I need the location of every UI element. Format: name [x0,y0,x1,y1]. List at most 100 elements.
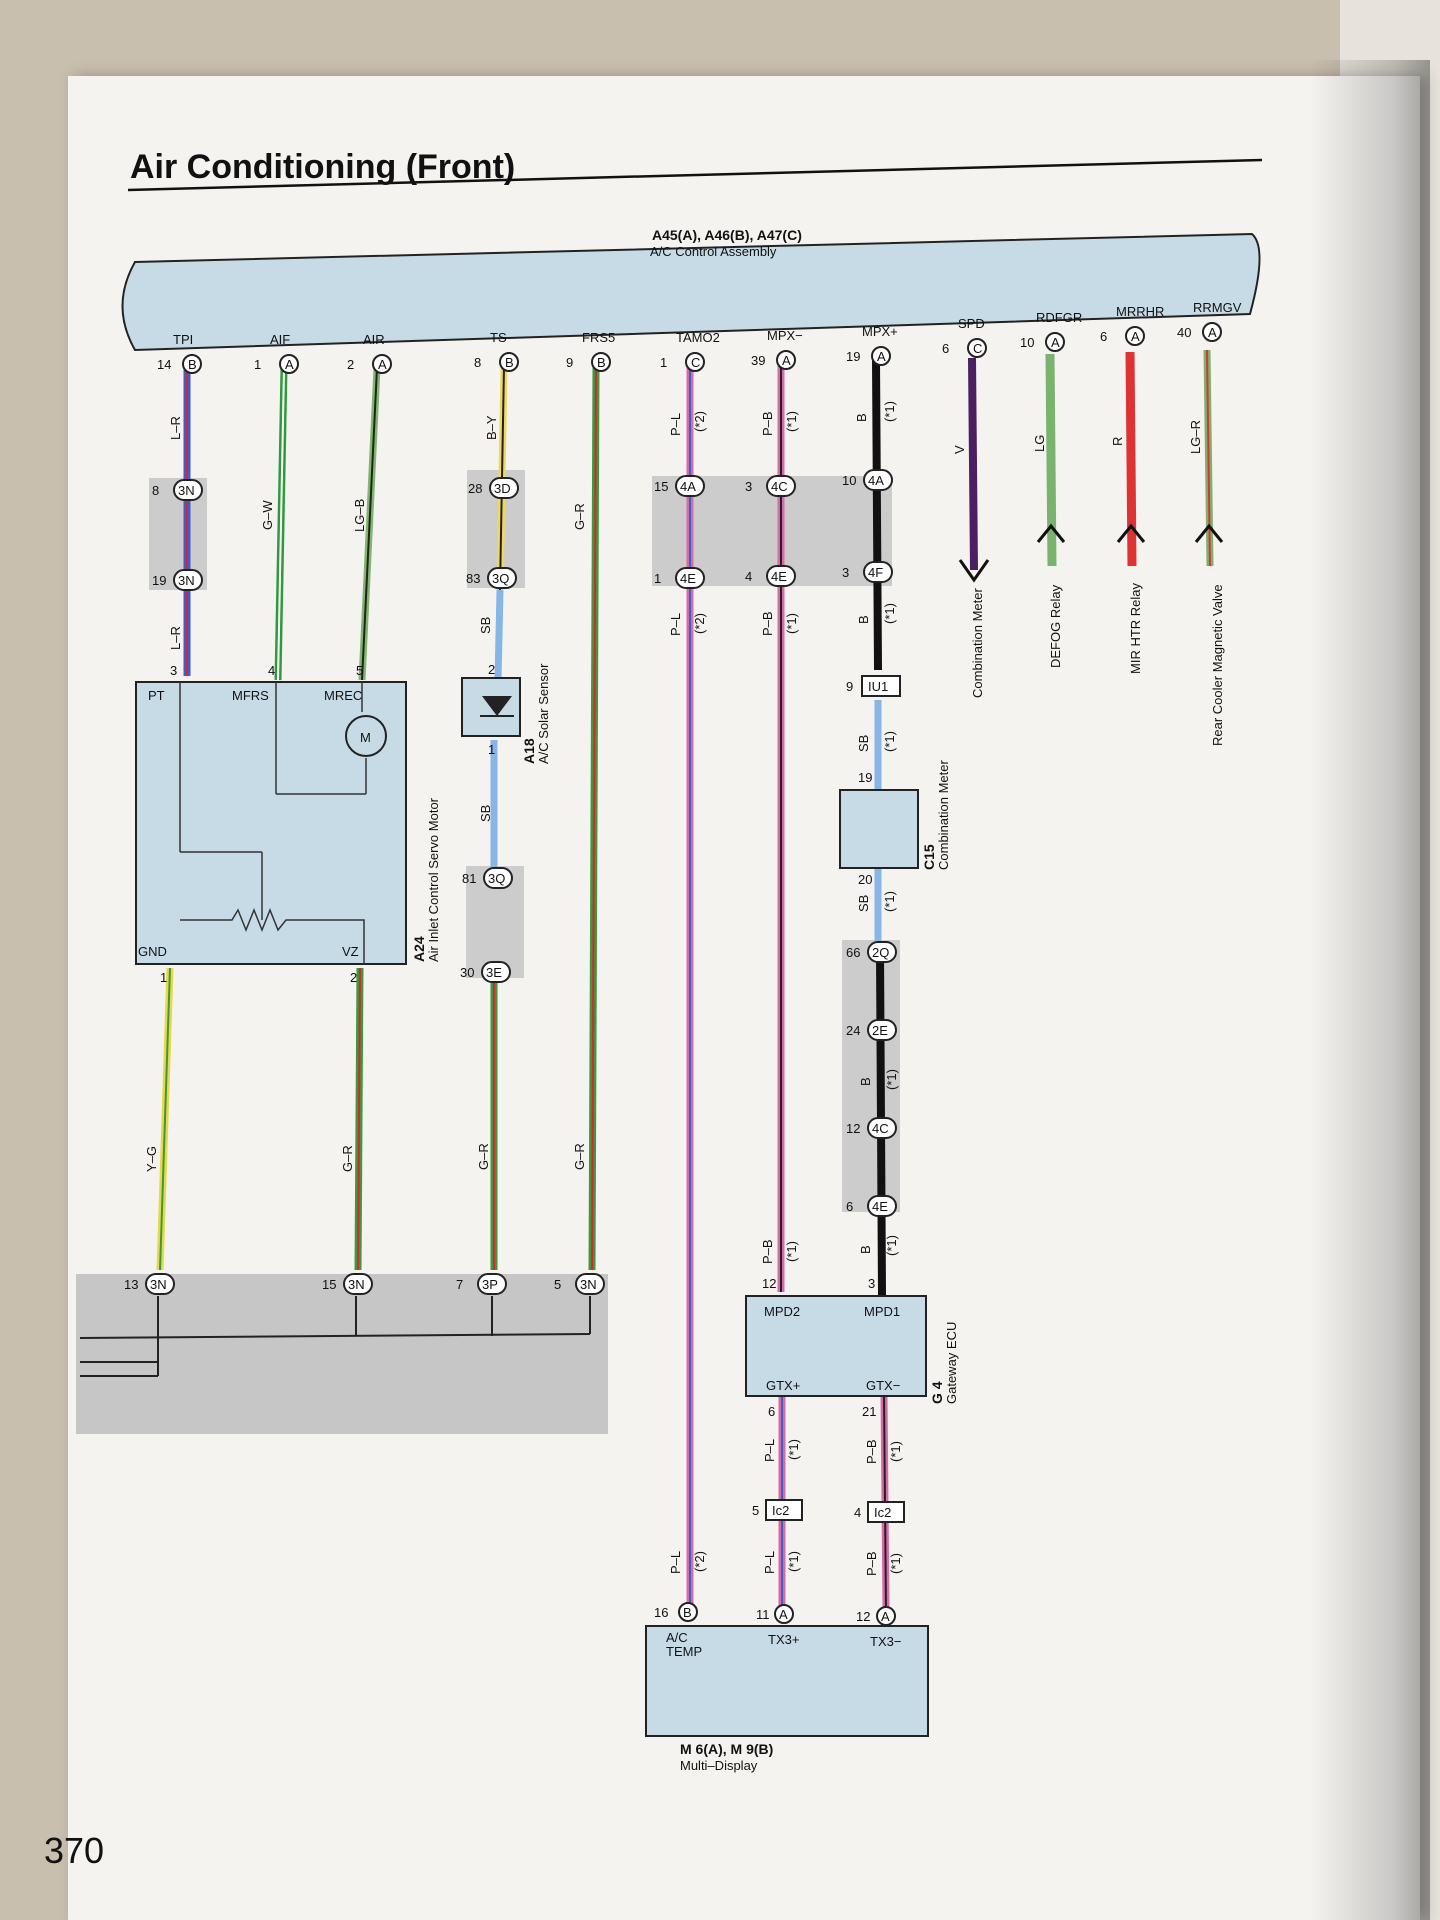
junction-conn: 3Q [488,871,505,886]
note-tamo2-2: (*2) [692,613,707,634]
junction-pin: 5 [554,1277,561,1292]
top-pin-num: 8 [474,355,481,370]
servo-pinnum-mfrs: 4 [268,663,275,678]
top-pin-conn: B [188,357,197,372]
ic2-pin-a: 5 [752,1503,759,1518]
wc-ts-bot: G–R [476,1143,491,1170]
gateway-pin-mpd2: 12 [762,1276,776,1291]
top-pin-conn: C [973,341,982,356]
solar-code: A18 [521,738,537,764]
wc-gnd: Y–G [144,1146,159,1172]
top-pin-num: 19 [846,349,860,364]
wc-tamo2-3: P–L [668,1551,683,1574]
note-mpd1: (*1) [884,1069,899,1090]
top-pin-name: MPX− [767,328,803,343]
solar-pin-bot: 1 [488,742,495,757]
rrmgv-arrow-icon [1194,523,1224,543]
junction-pin: 13 [124,1277,138,1292]
servo-code: A24 [411,936,427,962]
top-pin-num: 6 [942,341,949,356]
rrmgv-device-label: Rear Cooler Magnetic Valve [1210,584,1225,746]
servo-name: Air Inlet Control Servo Motor [426,797,441,962]
junction-pin: 15 [654,479,668,494]
rdfgr-device-label: DEFOG Relay [1048,584,1063,668]
md-conn3: A [881,1609,890,1624]
md-tx3m: TX3− [870,1634,901,1649]
md-pin3: 12 [856,1609,870,1624]
junction-pin: 83 [466,571,480,586]
junction-pin: 15 [322,1277,336,1292]
gateway-mpd2: MPD2 [764,1304,800,1319]
wire-rrmgv [1203,349,1214,567]
junction-conn: 3N [178,573,195,588]
servo-pinnum-vz: 2 [350,970,357,985]
top-pin-conn: B [597,355,606,370]
top-pin-name: TS [490,330,507,345]
top-pin-num: 1 [254,357,261,372]
title-rule [127,158,1263,192]
wc-spd: V [952,445,967,454]
top-pin-conn: C [691,355,700,370]
ac-control-connectors: A45(A), A46(B), A47(C) [652,227,802,243]
servo-pin-vz: VZ [342,944,359,959]
c15-pin-bot: 20 [858,872,872,887]
md-pin2: 11 [756,1607,770,1622]
junction-j4b: 4E4 [745,565,796,587]
ic2-label-a: Ic2 [772,1503,789,1518]
iu1-connector [861,675,901,697]
junction-j1a: 3N8 [152,479,203,501]
junction-pin: 8 [152,483,159,498]
wc-rrmgv: LG–R [1188,420,1203,454]
wc-tamo2: P–L [668,413,683,436]
ground-junction-panel [76,1274,608,1434]
top-pin-num: 10 [1020,335,1034,350]
page-number: 370 [44,1830,105,1871]
note-gtxp-2: (*1) [786,1551,801,1572]
servo-pinnum-gnd: 1 [160,970,167,985]
wc-gtxm-2: P–B [864,1551,879,1576]
note-tamo2: (*2) [692,411,707,432]
wire-vz [354,967,364,1271]
top-pin-name: MPX+ [862,324,898,339]
junction-panel-5 [842,940,900,1212]
note-gtxm-2: (*1) [888,1553,903,1574]
c15-name: Combination Meter [936,760,951,870]
gateway-ecu-box [745,1295,927,1397]
top-pin-conn: B [505,355,514,370]
junction-pin: 30 [460,965,474,980]
top-pin-conn: A [782,353,791,368]
junction-conn: 2Q [872,945,889,960]
wc-mpxm: P–B [760,411,775,436]
servo-pin-mrec: MREC [324,688,362,703]
servo-pin-mfrs: MFRS [232,688,269,703]
junction-conn: 3P [482,1277,498,1292]
mrrhr-device-label: MIR HTR Relay [1128,582,1143,674]
junction-conn: 3N [150,1277,167,1292]
servo-pinnum-pt: 3 [170,663,177,678]
ac-control-assembly-box [121,232,1261,352]
junction-j4a: 4C3 [745,475,796,497]
md-temp-l2: TEMP [666,1644,702,1659]
wc-c15-bot: SB [856,895,871,912]
servo-pin-pt: PT [148,688,165,703]
junction-pin: 4 [745,569,752,584]
iu1-label: IU1 [868,679,888,694]
wc-mpxp-2: B [856,615,871,624]
servo-pinnum-mrec: 5 [356,663,363,678]
junction-conn: 3D [494,481,511,496]
note-tamo2-3: (*2) [692,1551,707,1572]
junction-pin: 3 [745,479,752,494]
top-pin-num: 39 [751,353,765,368]
top-pin-6: MPX−39 A [751,328,803,370]
